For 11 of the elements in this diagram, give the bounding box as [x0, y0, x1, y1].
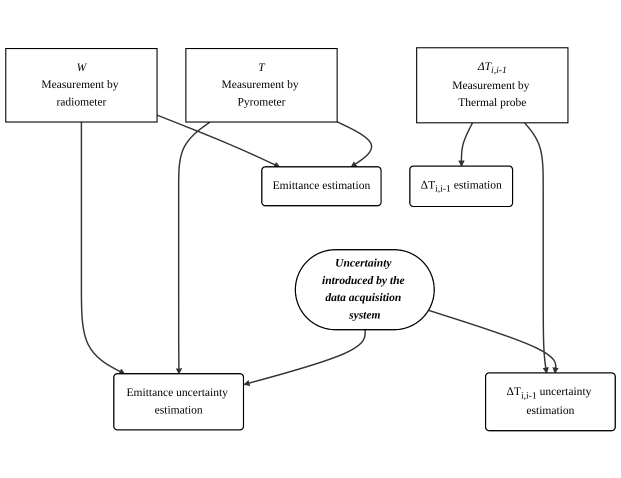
- node-box: W Measurement by radiometer: [5, 48, 158, 122]
- arrow: [244, 330, 366, 386]
- arrow: [428, 310, 559, 374]
- arrow: [336, 120, 372, 168]
- arrow: [80, 122, 126, 374]
- arrow: [458, 122, 474, 166]
- arrow: [156, 114, 280, 168]
- node-box: ΔT$_{i,i-1}$ Measurement by Thermal probe: [416, 47, 568, 124]
- node-box: T Measurement by Pyrometer: [185, 48, 338, 122]
- arrow: [176, 121, 210, 374]
- arrow: [524, 122, 549, 374]
